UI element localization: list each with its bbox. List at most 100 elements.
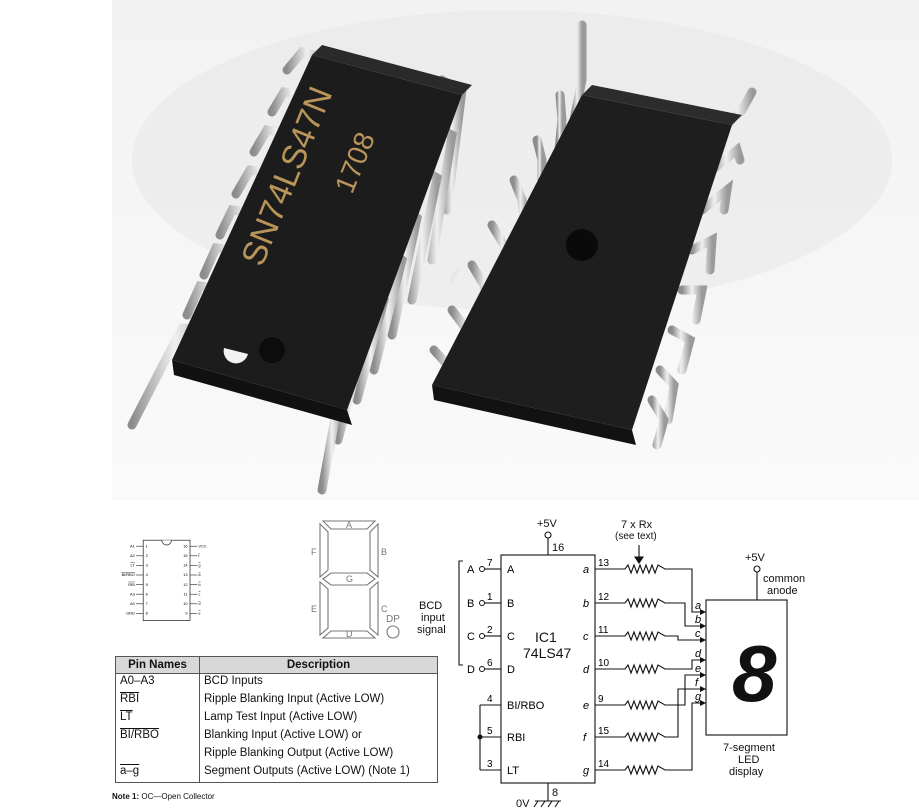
pinout-pin-number: 10 — [183, 601, 188, 606]
input-name-inner: A — [507, 564, 515, 576]
segment-label-d: D — [346, 629, 353, 639]
pinout-pin-number: 11 — [184, 591, 188, 596]
table-note: Note 1: OC—Open Collector — [112, 792, 215, 801]
left-chip-body: SN74LS47N 1708 — [172, 45, 472, 425]
dip-outline — [142, 539, 191, 621]
table-cell-desc: BCD Inputs — [199, 673, 438, 692]
pinout-pin-label: f — [198, 553, 200, 558]
output-wire — [595, 563, 706, 613]
input-name-outer: B — [467, 598, 474, 610]
common-anode-label: common — [763, 573, 805, 585]
table-cell-desc: Ripple Blanking Output (Active LOW) — [199, 746, 438, 764]
pinout-pin-label: A1 — [130, 543, 135, 548]
output-pin-number: 14 — [598, 759, 610, 770]
pinout-pin-label: LT — [131, 563, 136, 568]
segment-layout-diagram: A B C D E F G DP — [311, 520, 400, 639]
dp-shape — [386, 625, 400, 639]
segment-label-c: C — [381, 604, 388, 614]
output-wire — [595, 659, 706, 675]
pinout-pin-label: g — [198, 563, 200, 568]
table-cell-desc: Segment Outputs (Active LOW) (Note 1) — [199, 764, 438, 783]
ic-body — [500, 554, 596, 784]
input-pin-number: 2 — [487, 625, 493, 636]
table-header-description: Description — [199, 656, 438, 674]
output-wire — [595, 688, 706, 743]
pinout-pin-label: A3 — [130, 591, 135, 596]
output-name-inner: g — [583, 765, 590, 777]
resistors-sublabel: (see text) — [615, 531, 657, 542]
table-header-pin-names: Pin Names — [115, 656, 200, 674]
output-name-inner: a — [583, 564, 589, 576]
segment-e-shape — [319, 580, 329, 637]
display-supply-terminal — [753, 565, 761, 573]
display-label-3: display — [729, 766, 764, 778]
right-chip-body — [432, 85, 742, 445]
segment-label-b: B — [381, 547, 387, 557]
input-name-outer: C — [467, 631, 475, 643]
table-row: a–g Segment Outputs (Active LOW) (Note 1… — [115, 764, 438, 783]
table-cell-name — [115, 746, 200, 764]
table-cell-desc: Lamp Test Input (Active LOW) — [199, 710, 438, 728]
bcd-brace — [458, 560, 463, 666]
output-pin-number: 10 — [598, 658, 610, 669]
pinout-pin-number: 6 — [146, 591, 148, 596]
pinout-pin-label: a — [198, 572, 201, 577]
output-name-display: b — [695, 614, 701, 626]
table-cell-name: LT — [115, 710, 200, 728]
output-pin-number: 9 — [598, 694, 604, 705]
pinout-pin-number: 12 — [183, 582, 187, 587]
ic-name: IC1 — [535, 629, 557, 645]
output-arrow — [700, 623, 706, 629]
pinout-pin-number: 1 — [146, 543, 148, 548]
control-pin-number: 4 — [487, 694, 493, 705]
pinout-pin-label: VCC — [198, 543, 206, 548]
segment-label-a: A — [346, 520, 352, 530]
output-wire — [595, 702, 706, 776]
output-pin-number: 11 — [598, 625, 609, 636]
pinout-pin-label: d — [198, 601, 200, 606]
ground-label: 0V — [516, 798, 530, 808]
table-row: LT Lamp Test Input (Active LOW) — [115, 710, 438, 728]
output-pin-number: 15 — [598, 726, 610, 737]
chip-photo: SN74LS47N 1708 — [112, 0, 919, 500]
display-label-2: LED — [738, 754, 759, 766]
input-terminal — [479, 566, 485, 572]
pin1-dimple — [259, 337, 285, 363]
ic-part: 74LS47 — [523, 645, 571, 661]
pinout-pin-number: 14 — [183, 563, 188, 568]
control-pin-name: BI/RBO — [507, 700, 545, 712]
output-wire — [595, 630, 706, 642]
table-cell-desc: Ripple Blanking Input (Active LOW) — [199, 692, 438, 710]
supply-label: +5V — [537, 518, 558, 530]
input-name-inner: B — [507, 598, 514, 610]
common-anode-label-2: anode — [767, 585, 798, 597]
led-display-body — [705, 599, 788, 736]
pinout-pin-label: GND — [126, 611, 135, 616]
pin-description-table: Pin Names Description A0–A3 BCD Inputs R… — [115, 656, 438, 783]
pinout-pin-label: RBI — [128, 582, 135, 587]
display-supply-label: +5V — [745, 552, 766, 564]
pin1-dimple-right — [566, 229, 598, 261]
table-row: BI/RBO Blanking Input (Active LOW) or — [115, 728, 438, 746]
display-label: 7-segment — [723, 742, 775, 754]
supply-terminal — [544, 531, 552, 539]
output-arrow — [700, 686, 706, 692]
pinout-pin-label: A0 — [130, 601, 136, 606]
note-label: Note 1: — [112, 792, 140, 801]
control-pin-name: LT — [507, 765, 519, 777]
control-pin-name: RBI — [507, 732, 525, 744]
segment-a-shape — [321, 520, 377, 530]
pinout-pin-label: BI/RBO — [122, 572, 135, 577]
segment-d-shape — [321, 630, 377, 639]
resistors-label: 7 x Rx — [621, 519, 653, 531]
pinout-pin-label: e — [198, 611, 200, 616]
dip-notch — [161, 540, 172, 546]
segment-g-shape — [322, 572, 376, 586]
input-name-inner: C — [507, 631, 515, 643]
